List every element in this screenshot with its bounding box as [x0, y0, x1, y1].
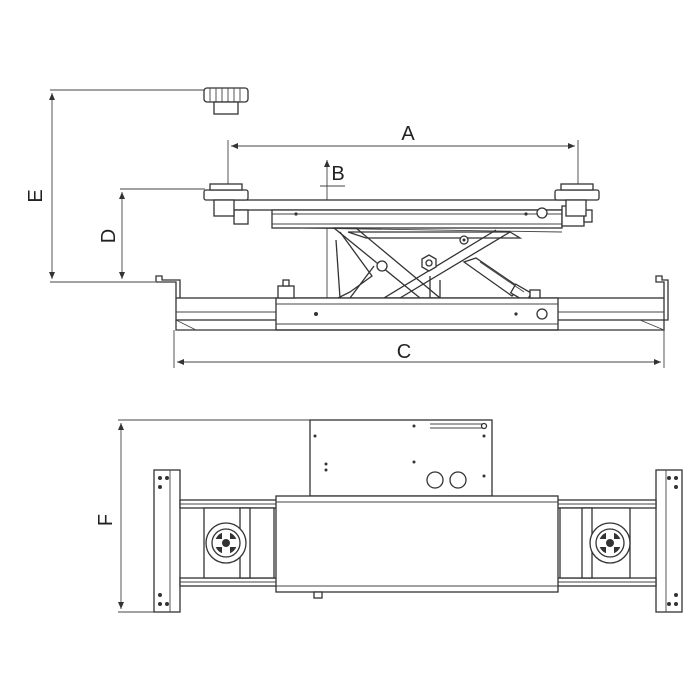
dimension-label-c: C [397, 341, 411, 363]
dimension-label-d: D [98, 229, 120, 243]
dimension-label-f: F [95, 514, 117, 526]
dimension-b: B [320, 160, 345, 322]
top-platform [225, 199, 593, 233]
left-end-plate [153, 469, 181, 613]
dimension-e: E [25, 89, 210, 283]
central-body [275, 495, 559, 599]
right-end-plate [655, 469, 683, 613]
top-view: F [95, 419, 683, 613]
left-pad-top [203, 507, 275, 579]
bottom-base [155, 275, 669, 331]
right-pad-top [559, 507, 631, 579]
dimension-label-e: E [25, 189, 47, 202]
dimension-label-b: B [331, 163, 344, 185]
dimension-label-a: A [401, 123, 415, 145]
right-top-pad [554, 183, 600, 217]
control-plate [309, 419, 493, 497]
side-view: E D A B C [25, 87, 669, 368]
left-top-pad [203, 183, 249, 217]
raised-saddle-pad [203, 87, 249, 115]
dimension-d: D [98, 188, 205, 279]
dimension-f: F [95, 419, 310, 613]
scissor-mechanism [332, 227, 533, 303]
dimension-a: A [227, 123, 579, 192]
dimension-c: C [173, 330, 665, 368]
